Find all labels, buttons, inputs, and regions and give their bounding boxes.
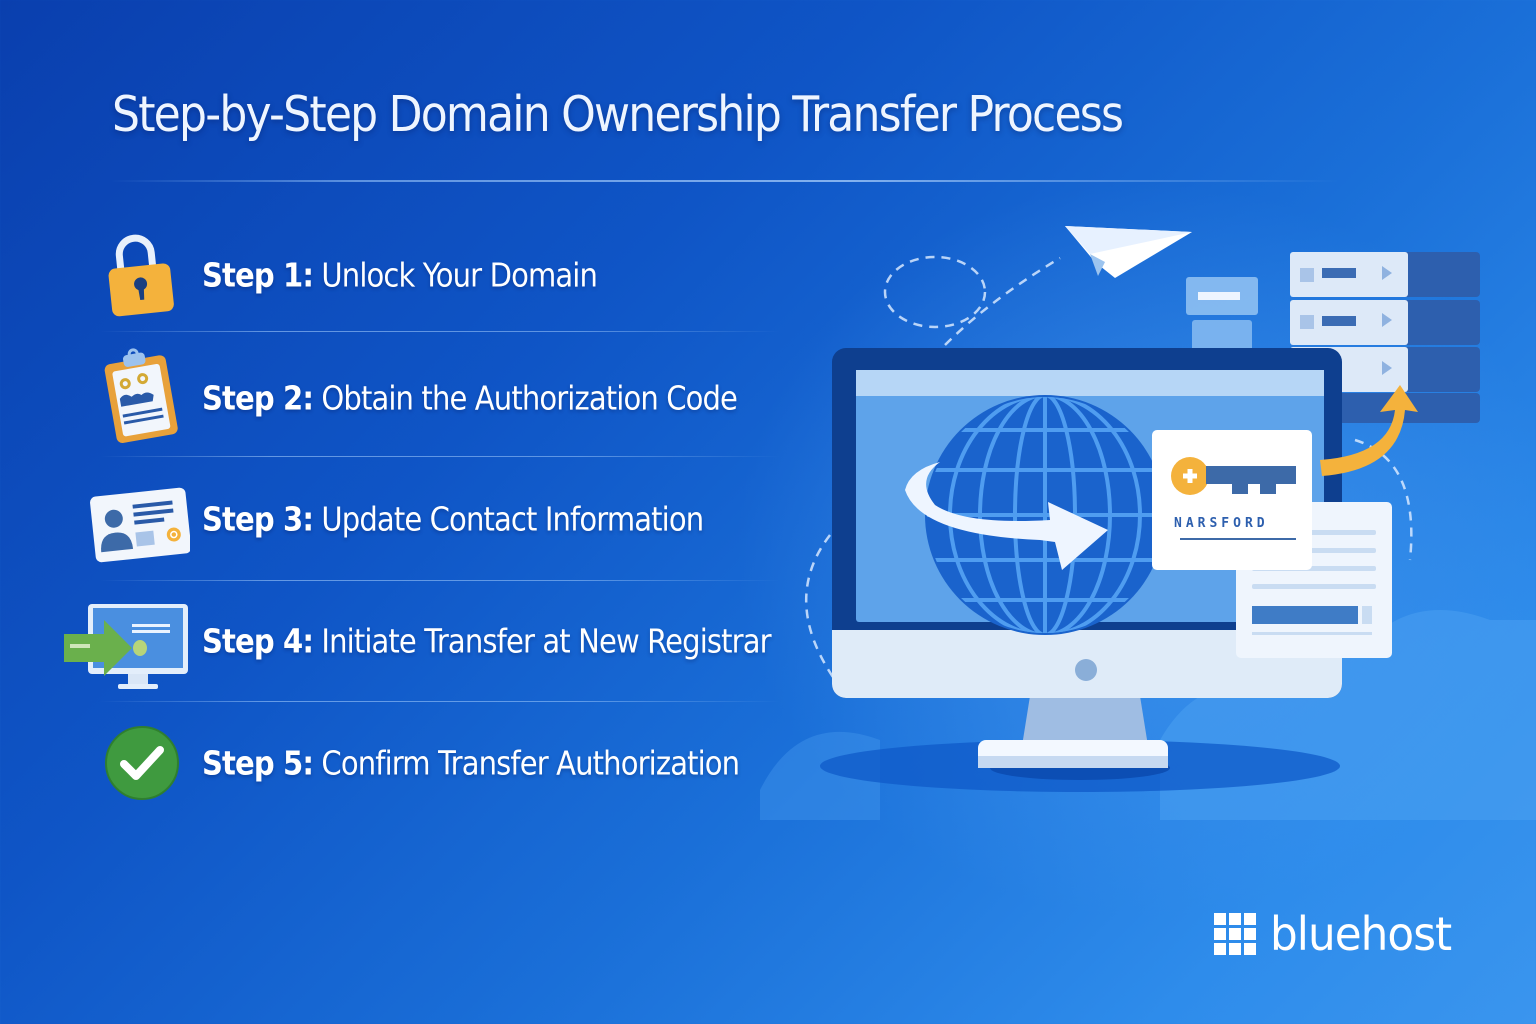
paper-plane-icon xyxy=(1065,226,1192,278)
transfer-illustration: NARSFORD xyxy=(760,200,1536,820)
checkmark-icon xyxy=(60,708,190,818)
step-1: Step 1: Unlock Your Domain xyxy=(60,220,780,330)
bluehost-logo: bluehost xyxy=(1214,906,1461,962)
step-2-label: Step 2: Obtain the Authorization Code xyxy=(202,378,738,418)
svg-text:NARSFORD: NARSFORD xyxy=(1174,516,1269,531)
divider xyxy=(100,580,780,581)
step-5-label: Step 5: Confirm Transfer Authorization xyxy=(202,743,740,783)
step-3-label: Step 3: Update Contact Information xyxy=(202,499,704,539)
dashed-path xyxy=(804,255,1413,681)
padlock-icon xyxy=(60,220,190,330)
grid-logo-icon xyxy=(1214,913,1256,955)
clipboard-icon xyxy=(60,343,190,453)
step-2: Step 2: Obtain the Authorization Code xyxy=(60,343,780,453)
page-title: Step-by-Step Domain Ownership Transfer P… xyxy=(112,86,1124,143)
step-1-label: Step 1: Unlock Your Domain xyxy=(202,255,598,295)
title-divider xyxy=(110,180,1340,182)
globe-icon xyxy=(905,395,1165,635)
logo-text: bluehost xyxy=(1270,907,1452,961)
step-3: Step 3: Update Contact Information xyxy=(60,464,780,574)
divider xyxy=(100,331,780,332)
step-4-label: Step 4: Initiate Transfer at New Registr… xyxy=(202,621,772,661)
key-card: NARSFORD xyxy=(1152,430,1312,570)
orange-arrow-icon xyxy=(1320,385,1418,476)
divider xyxy=(100,456,780,457)
step-5: Step 5: Confirm Transfer Authorization xyxy=(60,708,780,818)
contact-card-icon xyxy=(60,464,192,574)
step-4: Step 4: Initiate Transfer at New Registr… xyxy=(60,586,780,696)
monitor-transfer-icon xyxy=(60,586,190,696)
divider xyxy=(100,701,780,702)
